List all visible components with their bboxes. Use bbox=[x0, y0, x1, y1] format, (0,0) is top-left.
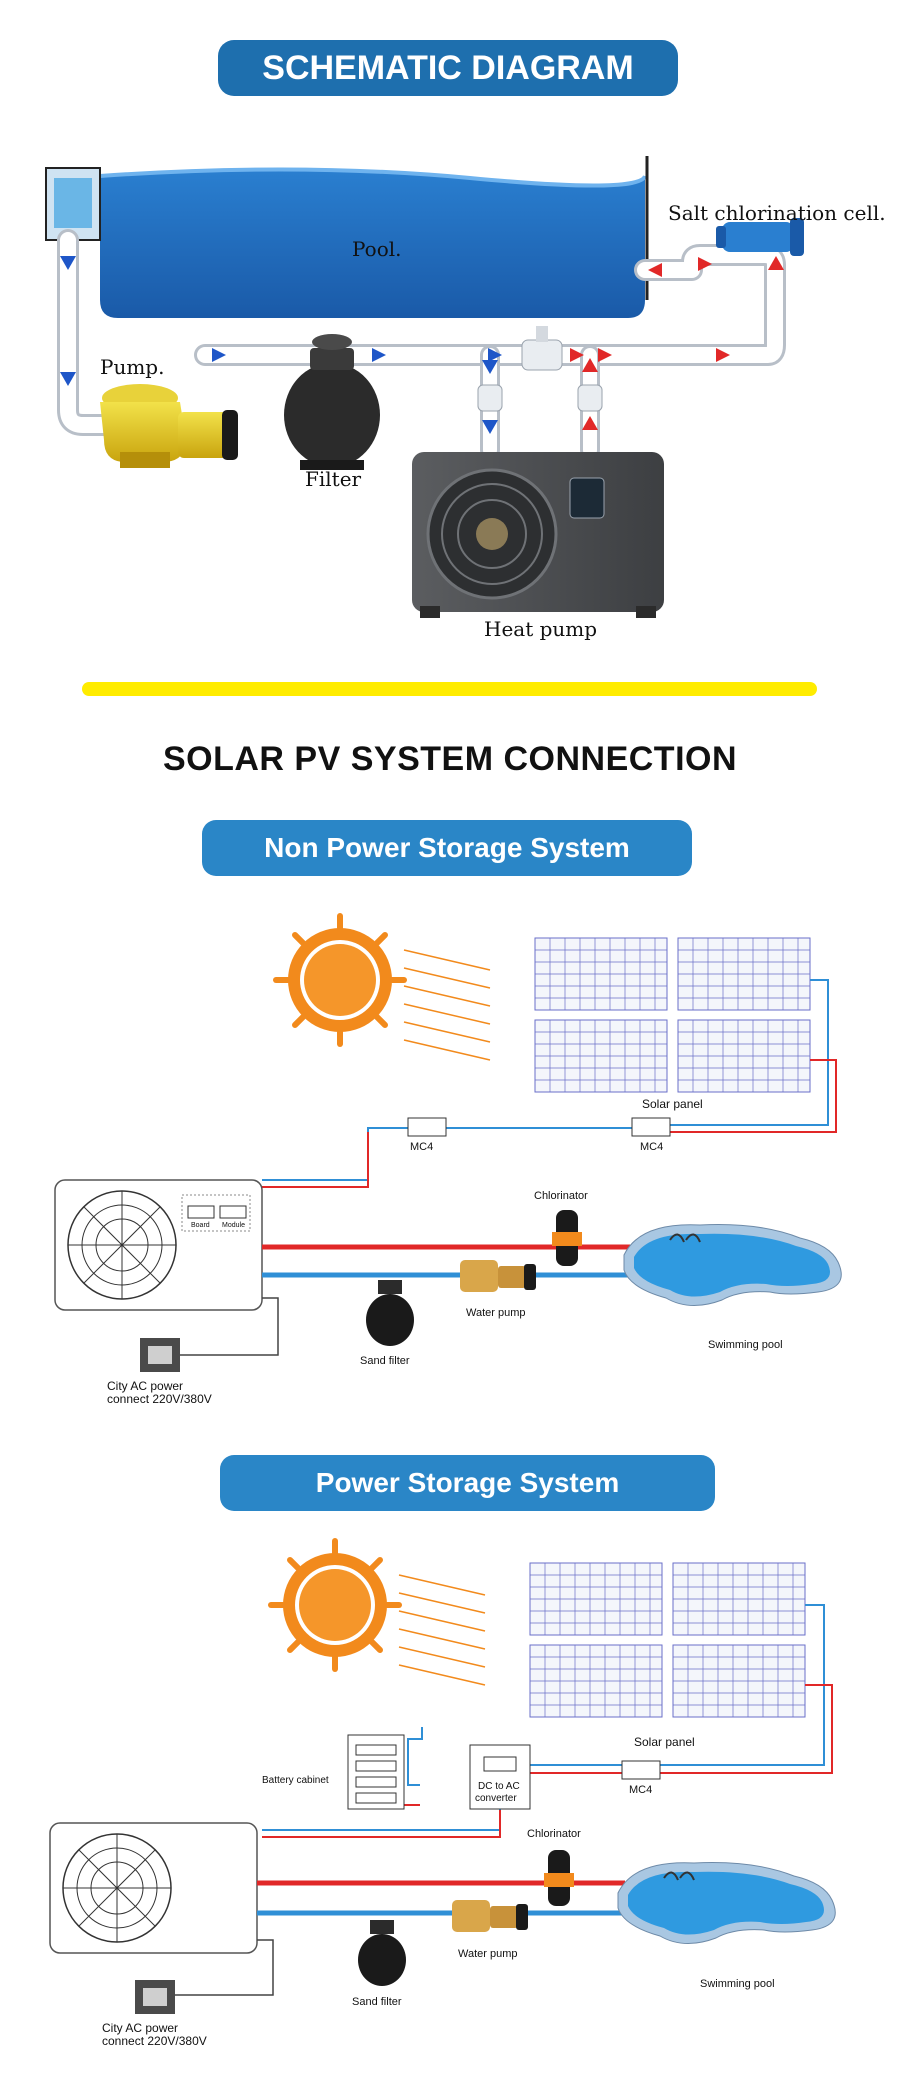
divider-bar bbox=[82, 682, 817, 696]
sand-filter-tank bbox=[284, 334, 380, 470]
solar-panel-array bbox=[529, 1562, 806, 1718]
heat-pump-outline bbox=[54, 1179, 263, 1311]
swimming-pool bbox=[617, 1862, 836, 1944]
dc-ac-converter bbox=[469, 1744, 531, 1810]
valve-main bbox=[521, 326, 563, 371]
chlorinator-label: Chlorinator bbox=[527, 1828, 581, 1840]
solar-heading: SOLAR PV SYSTEM CONNECTION bbox=[162, 740, 738, 778]
skimmer bbox=[45, 167, 101, 241]
salt-cell-label: Salt chlorination cell. bbox=[668, 201, 886, 225]
power-outlet bbox=[140, 1338, 180, 1372]
board-label: Board bbox=[191, 1222, 210, 1229]
power-cable bbox=[175, 1939, 274, 1996]
swimming-pool-label: Swimming pool bbox=[708, 1339, 783, 1351]
pool-pump bbox=[100, 384, 238, 468]
non-storage-diagram: Solar panel MC4 MC4 Board Module bbox=[54, 913, 842, 1406]
chlorinator bbox=[552, 1210, 582, 1266]
dc-ac-label-2: converter bbox=[475, 1793, 517, 1804]
sun-rays bbox=[398, 1574, 486, 1686]
pool bbox=[99, 156, 649, 318]
heat-pump-outline bbox=[49, 1822, 258, 1954]
storage-diagram: Solar panel MC4 Battery cabinet DC to AC… bbox=[49, 1538, 836, 2048]
water-pump bbox=[452, 1900, 528, 1932]
sun-icon bbox=[273, 913, 407, 1047]
solar-panel-label: Solar panel bbox=[642, 1097, 703, 1111]
filter-label: Filter bbox=[305, 467, 362, 491]
flow-arrows-red bbox=[570, 256, 784, 430]
sun-icon bbox=[268, 1538, 402, 1672]
city-power-label-2: connect 220V/380V bbox=[107, 1392, 212, 1406]
mc4-label: MC4 bbox=[629, 1784, 652, 1796]
mc4-label-a: MC4 bbox=[410, 1141, 433, 1153]
non-storage-title: Non Power Storage System bbox=[202, 820, 692, 876]
storage-title: Power Storage System bbox=[220, 1455, 715, 1511]
mc4-connector-a bbox=[407, 1117, 447, 1137]
city-power-label-1: City AC power bbox=[102, 2021, 178, 2035]
mc4-connector-b bbox=[631, 1117, 671, 1137]
heat-pump-label: Heat pump bbox=[484, 617, 597, 641]
sand-filter bbox=[358, 1920, 406, 1986]
flow-arrows-blue bbox=[60, 256, 502, 434]
swimming-pool bbox=[623, 1224, 842, 1306]
valve-right bbox=[577, 384, 603, 412]
solar-panel-grid bbox=[535, 938, 810, 1092]
pool-label: Pool. bbox=[352, 237, 401, 261]
city-power-label-2: connect 220V/380V bbox=[102, 2034, 207, 2048]
chlorinator-label: Chlorinator bbox=[534, 1190, 588, 1202]
schematic-title: SCHEMATIC DIAGRAM bbox=[218, 40, 678, 96]
sand-filter-label: Sand filter bbox=[360, 1355, 410, 1367]
battery-cabinet-label: Battery cabinet bbox=[262, 1775, 329, 1786]
power-cable bbox=[180, 1297, 279, 1356]
water-pump-label: Water pump bbox=[458, 1948, 518, 1960]
sand-filter-label: Sand filter bbox=[352, 1996, 402, 2008]
city-power-label-1: City AC power bbox=[107, 1379, 183, 1393]
chlorinator bbox=[544, 1850, 574, 1906]
module-label: Module bbox=[222, 1222, 245, 1229]
schematic-diagram: Pool. Salt chlorination cell. Pump. bbox=[45, 156, 886, 641]
dc-ac-label-1: DC to AC bbox=[478, 1781, 520, 1792]
battery-cabinet bbox=[347, 1734, 405, 1810]
solar-panel-grid bbox=[530, 1563, 805, 1717]
power-outlet bbox=[135, 1980, 175, 2014]
mc4-label-b: MC4 bbox=[640, 1141, 663, 1153]
valve-left bbox=[477, 384, 503, 412]
salt-chlorination-cell bbox=[716, 218, 804, 256]
swimming-pool-label: Swimming pool bbox=[700, 1978, 775, 1990]
sand-filter bbox=[366, 1280, 414, 1346]
solar-panel-label: Solar panel bbox=[634, 1735, 695, 1749]
pump-label: Pump. bbox=[100, 355, 164, 379]
water-pump-label: Water pump bbox=[466, 1307, 526, 1319]
heat-pump-unit bbox=[412, 452, 664, 618]
water-pump bbox=[460, 1260, 536, 1292]
sun-rays bbox=[403, 949, 491, 1061]
solar-panel-array bbox=[534, 937, 811, 1093]
mc4-connector bbox=[621, 1760, 661, 1780]
